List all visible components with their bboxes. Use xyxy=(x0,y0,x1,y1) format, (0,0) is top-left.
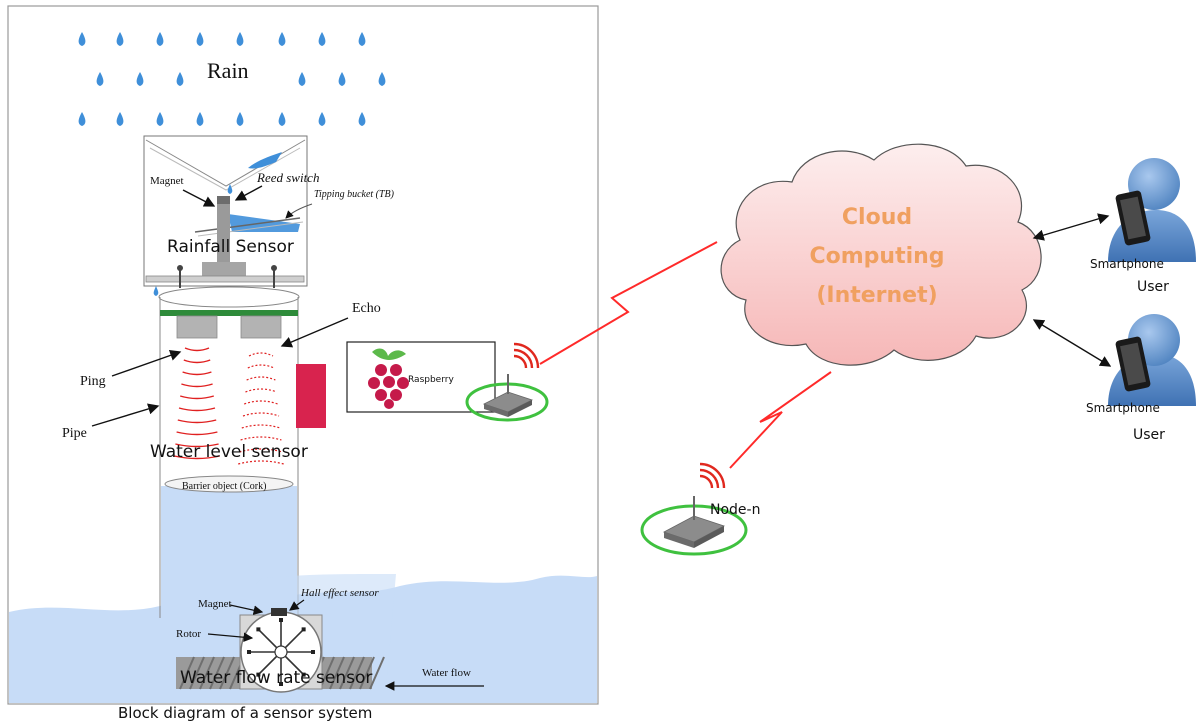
flow-magnet-label: Magnet xyxy=(198,598,232,610)
rain-drop-icon xyxy=(196,32,204,46)
rain-drop-icon xyxy=(358,32,366,46)
user-2 xyxy=(1108,314,1196,406)
rainfall-magnet-label: Magnet xyxy=(150,175,184,187)
rain-drop-icon xyxy=(116,112,124,126)
rain-drop-icon xyxy=(78,32,86,46)
water-flow-label: Water flow xyxy=(422,667,471,679)
rain-drop-icon xyxy=(196,112,204,126)
rain-drop-icon xyxy=(278,32,286,46)
hall-effect-label: Hall effect sensor xyxy=(300,587,379,599)
cloud-line-1: Cloud xyxy=(842,205,912,230)
user-link-1 xyxy=(1032,213,1110,241)
raspberry-label: Raspberry xyxy=(408,375,454,385)
ping-wave xyxy=(174,455,220,460)
rain-drop-icon xyxy=(278,112,286,126)
flow-magnet-arrow xyxy=(229,604,264,615)
rain-drop-icon xyxy=(318,112,326,126)
barrier-label: Barrier object (Cork) xyxy=(182,481,266,492)
rotor-label: Rotor xyxy=(176,628,201,640)
water-level-sensor-title: Water level sensor xyxy=(150,442,308,462)
rain-drop-icon xyxy=(318,32,326,46)
tipping-bucket-arrow xyxy=(285,203,313,219)
rain-drop-icon xyxy=(78,112,86,126)
rain-drop-icon xyxy=(378,72,386,86)
rotor-arrow xyxy=(207,632,254,643)
ping-label: Ping xyxy=(80,374,106,389)
pipe-label: Pipe xyxy=(62,426,87,441)
echo-arrow xyxy=(280,317,349,348)
controller-box xyxy=(296,364,326,428)
wireless-node-1 xyxy=(465,342,549,422)
user-2-device-label: Smartphone xyxy=(1086,401,1160,415)
rain-drop-icon xyxy=(156,112,164,126)
rain-drop-icon xyxy=(176,72,184,86)
ping-transducer xyxy=(176,315,218,339)
rain-label: Rain xyxy=(207,58,249,83)
echo-label: Echo xyxy=(352,301,381,316)
cloud-line-2: Computing xyxy=(809,244,944,269)
rain-drop-icon xyxy=(236,32,244,46)
wireless-link-1 xyxy=(539,241,718,365)
echo-wave xyxy=(248,352,274,357)
ping-wave xyxy=(183,359,211,364)
diagram-caption: Block diagram of a sensor system xyxy=(118,704,372,722)
ping-arrow xyxy=(111,349,182,377)
reed-switch-label: Reed switch xyxy=(256,170,319,185)
ping-wave xyxy=(181,383,213,388)
rainfall-gauge xyxy=(143,135,308,296)
rain-drops xyxy=(78,32,386,126)
rain-drop-icon xyxy=(298,72,306,86)
echo-wave xyxy=(240,436,282,441)
wifi-signal-icon xyxy=(513,342,540,369)
echo-wave xyxy=(245,388,277,393)
rain-drop-icon xyxy=(96,72,104,86)
node-n-label: Node-n xyxy=(710,502,760,518)
cloud-line-3: (Internet) xyxy=(816,283,937,308)
echo-transducer xyxy=(240,315,282,339)
rainfall-magnet-arrow xyxy=(182,189,216,207)
rain-drop-icon xyxy=(338,72,346,86)
wireless-node-n xyxy=(640,462,748,556)
rain-drop-icon xyxy=(236,112,244,126)
echo-wave xyxy=(243,400,279,405)
rain-drop-icon xyxy=(156,32,164,46)
echo-wave xyxy=(242,412,280,417)
rain-drop-icon xyxy=(116,32,124,46)
user-1 xyxy=(1108,158,1196,262)
flow-magnet xyxy=(271,608,287,616)
ping-wave xyxy=(182,371,212,376)
cloud-shape xyxy=(720,143,1042,366)
rain-drop-icon xyxy=(358,112,366,126)
raspberry-logo-icon xyxy=(368,348,409,409)
ping-wave xyxy=(176,431,218,436)
ping-wave xyxy=(175,443,219,448)
water-flow-sensor xyxy=(176,574,396,693)
echo-wave xyxy=(247,364,275,369)
rainfall-sensor-title: Rainfall Sensor xyxy=(167,237,294,257)
user-1-device-label: Smartphone xyxy=(1090,257,1164,271)
ping-wave xyxy=(184,347,210,352)
wifi-signal-icon-n xyxy=(699,462,726,489)
tipping-bucket-label: Tipping bucket (TB) xyxy=(314,189,395,200)
user-2-label: User xyxy=(1133,427,1165,443)
ping-wave xyxy=(177,419,217,424)
echo-wave xyxy=(239,448,283,453)
reed-switch-arrow xyxy=(234,185,263,201)
ping-wave xyxy=(180,395,214,400)
rain-drop-icon xyxy=(136,72,144,86)
wireless-link-n xyxy=(729,371,832,469)
ping-wave xyxy=(178,407,216,412)
water-flow-sensor-title: Water flow rate sensor xyxy=(180,668,372,688)
hall-effect-arrow xyxy=(289,599,305,611)
user-1-label: User xyxy=(1137,279,1169,295)
user-link-2 xyxy=(1032,319,1112,367)
raspberry-pi-board: Raspberry xyxy=(346,341,496,413)
pipe-arrow xyxy=(91,403,160,427)
